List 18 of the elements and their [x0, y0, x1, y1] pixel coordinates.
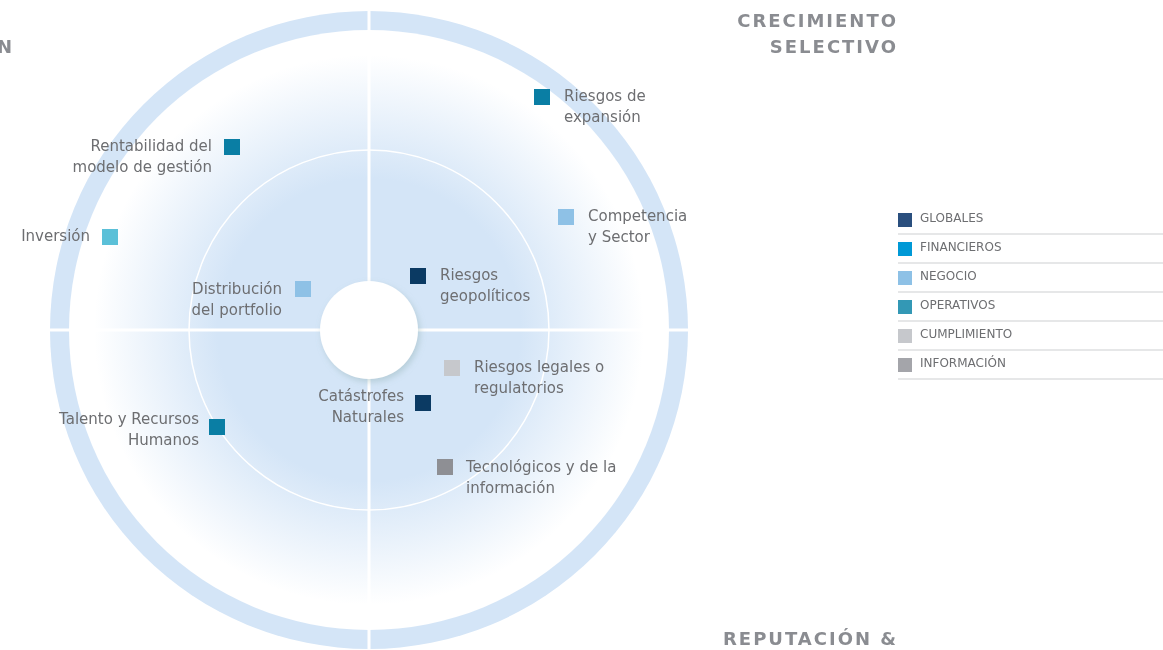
legend-label: FINANCIEROS — [920, 240, 1002, 254]
risk-label: Distribución del portfolio — [190, 279, 282, 321]
legend-label: NEGOCIO — [920, 269, 977, 283]
risk-label: Catástrofes Naturales — [317, 386, 404, 428]
quadrant-heading: CRECIMIENTO SELECTIVO — [736, 9, 898, 59]
quadrant-heading: REPUTACIÓN & — [722, 627, 898, 650]
legend-label: GLOBALES — [920, 211, 984, 225]
risk-label: Riesgos de expansión — [564, 86, 647, 128]
risk-label: Riesgos legales o regulatorios — [474, 357, 606, 399]
risk-label: Tecnológicos y de la información — [466, 457, 618, 499]
risk-label: Riesgos geopolíticos — [440, 265, 532, 307]
legend-label: CUMPLIMIENTO — [920, 327, 1013, 341]
risk-label: Talento y Recursos Humanos — [58, 409, 199, 451]
legend-label: INFORMACIÓN — [920, 356, 1006, 370]
risk-label: Competencia y Sector — [588, 206, 689, 248]
risk-label: Inversión — [20, 226, 90, 247]
risk-label: Rentabilidad del modelo de gestión — [71, 136, 212, 178]
legend-label: OPERATIVOS — [920, 298, 996, 312]
